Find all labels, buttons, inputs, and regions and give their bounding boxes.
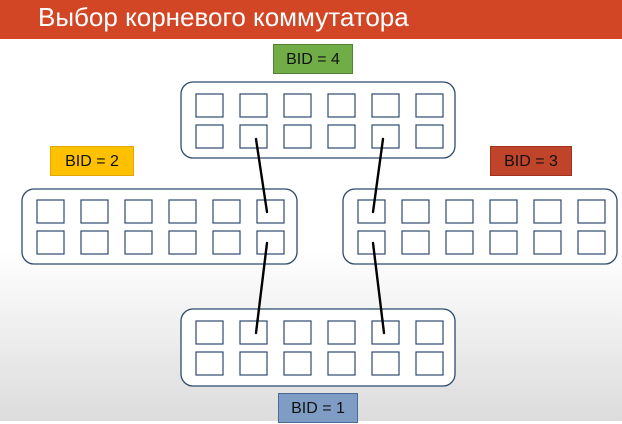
port-top-2-4: [327, 124, 356, 149]
link-right-bottom: [371, 241, 386, 335]
port-left-1-1: [36, 199, 65, 224]
port-left-1-4: [168, 199, 197, 224]
port-left-2-5: [212, 230, 241, 255]
port-top-2-2: [239, 124, 268, 149]
bid-label-right: BID = 3: [490, 146, 572, 176]
port-top-1-4: [327, 93, 356, 118]
port-right-1-5: [533, 199, 562, 224]
port-right-1-4: [489, 199, 518, 224]
port-right-2-6: [577, 230, 606, 255]
link-top-left: [254, 137, 269, 214]
port-top-2-3: [283, 124, 312, 149]
port-right-1-3: [445, 199, 474, 224]
port-top-1-6: [415, 93, 444, 118]
port-left-2-3: [124, 230, 153, 255]
port-top-1-3: [283, 93, 312, 118]
bid-label-left: BID = 2: [50, 146, 134, 176]
port-left-1-6: [256, 199, 285, 224]
port-bottom-1-5: [371, 320, 400, 345]
port-right-2-2: [401, 230, 430, 255]
port-top-2-5: [371, 124, 400, 149]
port-left-1-5: [212, 199, 241, 224]
port-left-1-2: [80, 199, 109, 224]
port-left-2-2: [80, 230, 109, 255]
slide-title: Выбор корневого коммутатора: [38, 2, 409, 32]
port-top-2-1: [195, 124, 224, 149]
port-right-2-4: [489, 230, 518, 255]
port-right-2-3: [445, 230, 474, 255]
port-right-2-1: [357, 230, 386, 255]
port-bottom-1-2: [239, 320, 268, 345]
port-left-2-1: [36, 230, 65, 255]
port-bottom-2-5: [371, 351, 400, 376]
port-bottom-2-6: [415, 351, 444, 376]
port-left-2-6: [256, 230, 285, 255]
link-left-bottom: [254, 241, 269, 335]
port-bottom-2-4: [327, 351, 356, 376]
port-top-1-2: [239, 93, 268, 118]
port-left-1-3: [124, 199, 153, 224]
bid-label-top: BID = 4: [273, 44, 353, 74]
port-right-1-2: [401, 199, 430, 224]
port-bottom-1-3: [283, 320, 312, 345]
port-bottom-1-1: [195, 320, 224, 345]
port-bottom-2-3: [283, 351, 312, 376]
port-top-1-5: [371, 93, 400, 118]
port-bottom-2-1: [195, 351, 224, 376]
port-top-2-6: [415, 124, 444, 149]
title-bar: Выбор корневого коммутатора: [0, 0, 622, 39]
port-bottom-1-6: [415, 320, 444, 345]
port-top-1-1: [195, 93, 224, 118]
port-bottom-1-4: [327, 320, 356, 345]
port-right-2-5: [533, 230, 562, 255]
port-right-1-1: [357, 199, 386, 224]
link-top-right: [371, 137, 385, 214]
port-right-1-6: [577, 199, 606, 224]
port-left-2-4: [168, 230, 197, 255]
bid-label-bottom: BID = 1: [278, 393, 358, 423]
port-bottom-2-2: [239, 351, 268, 376]
